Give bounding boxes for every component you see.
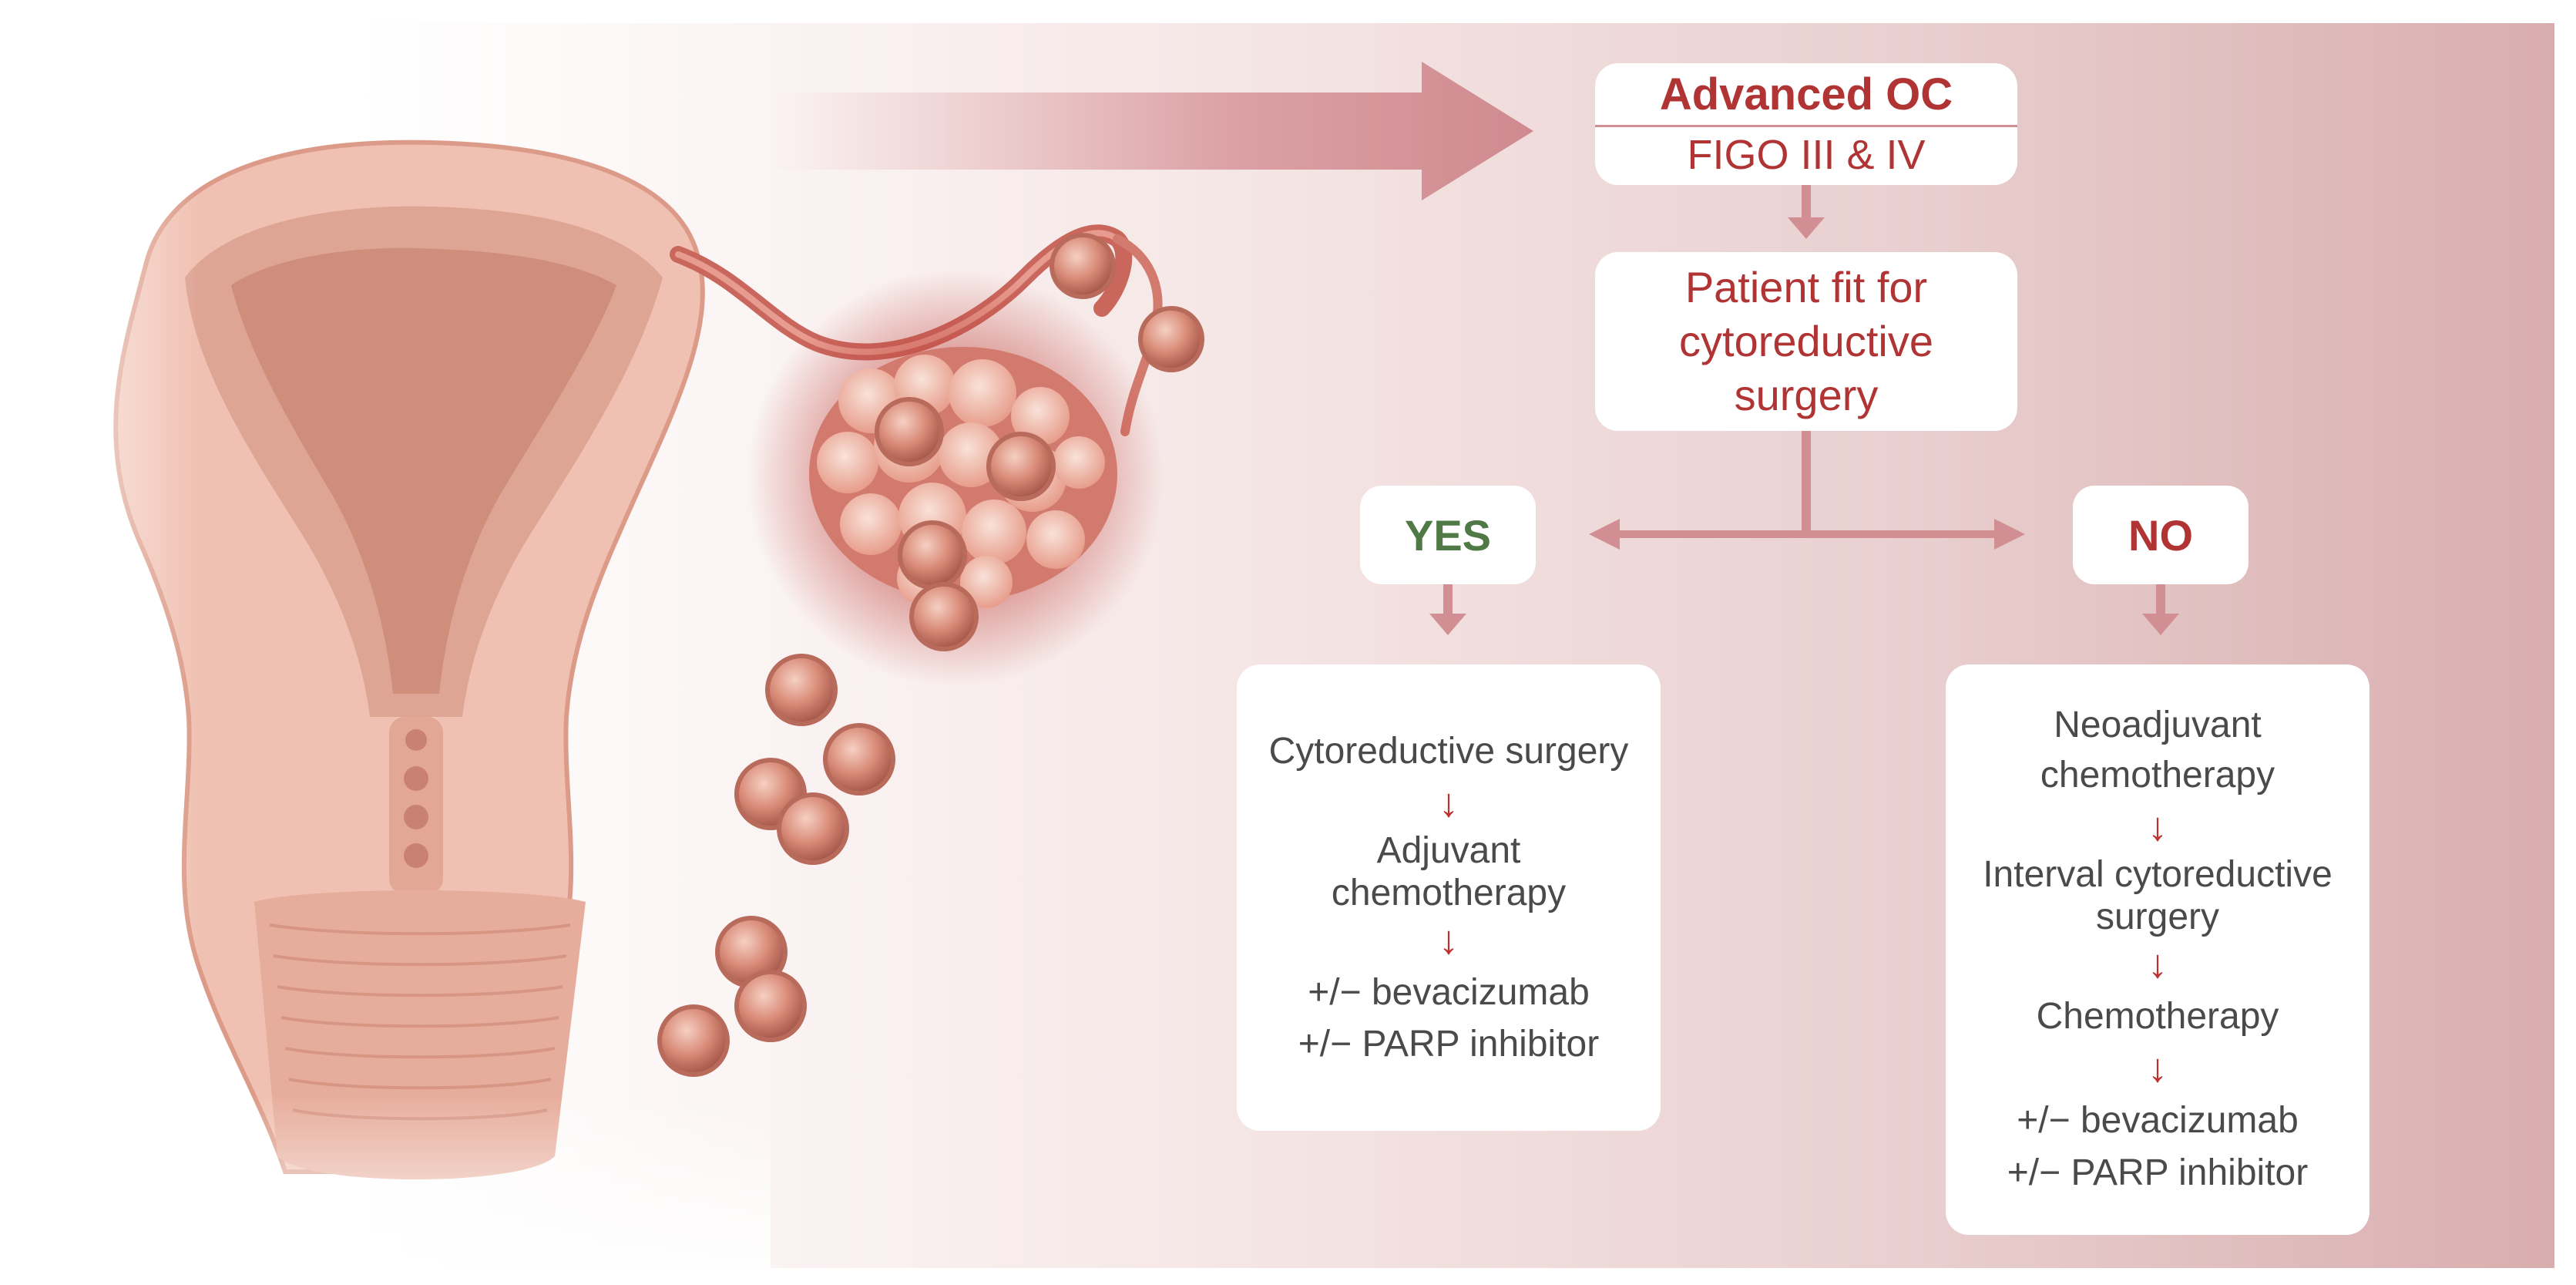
yes-pathway-box: Cytoreductive surgery ↓ Adjuvant chemoth…: [1237, 664, 1661, 1131]
uterus-ovary-tumor-illustration: [0, 0, 1204, 1285]
no-step-neoadjuvant: Neoadjuvant: [2054, 705, 2262, 746]
yes-step-adjuvant: Adjuvant: [1376, 829, 1521, 871]
yes-step-bevacizumab: +/− bevacizumab: [1308, 972, 1590, 1014]
connector-line: [1802, 185, 1811, 224]
decision-line-2: cytoreductive: [1679, 317, 1933, 365]
down-arrow-icon: ↓: [2148, 942, 2168, 987]
left-arrow-icon: [1589, 519, 1620, 550]
no-step-surgery: surgery: [2095, 896, 2220, 938]
down-arrow-icon: ↓: [2148, 804, 2168, 849]
yes-step-chemotherapy: chemotherapy: [1331, 872, 1567, 913]
decision-line-3: surgery: [1734, 371, 1879, 419]
yes-box: YES: [1360, 486, 1536, 584]
no-step-chemotherapy: chemotherapy: [2040, 755, 2275, 796]
yes-step-parp-inhibitor: +/− PARP inhibitor: [1298, 1024, 1600, 1065]
no-label: NO: [2128, 510, 2193, 560]
no-step-parp-inhibitor: +/− PARP inhibitor: [2007, 1152, 2309, 1193]
uterus: [113, 140, 705, 1179]
ovarian-tumor: [747, 270, 1164, 686]
down-arrow-icon: ↓: [2148, 1046, 2168, 1092]
down-arrow-icon: [1429, 614, 1466, 635]
down-arrow-icon: [1788, 217, 1825, 239]
patient-fit-box: Patient fit for cytoreductive surgery: [1595, 252, 2017, 431]
no-step-interval-cytoreductive: Interval cytoreductive: [1983, 853, 2333, 895]
connector-line: [1802, 431, 1811, 535]
connector-line: [1443, 584, 1453, 619]
title-divider: [1595, 124, 2017, 127]
right-arrow-icon: [1994, 519, 2025, 550]
advanced-oc-box: Advanced OC FIGO III & IV: [1595, 63, 2017, 185]
connector-line: [2156, 584, 2165, 619]
connector-line: [1614, 530, 2000, 538]
advanced-oc-title: Advanced OC: [1659, 69, 1953, 120]
yes-label: YES: [1404, 510, 1492, 560]
down-arrow-icon: ↓: [1439, 780, 1459, 826]
figo-stage-label: FIGO III & IV: [1687, 131, 1926, 178]
down-arrow-icon: ↓: [1439, 918, 1459, 964]
no-step-bevacizumab: +/− bevacizumab: [2017, 1100, 2299, 1142]
decision-line-1: Patient fit for: [1684, 263, 1928, 311]
no-step-chemotherapy-2: Chemotherapy: [2036, 996, 2279, 1038]
yes-step-cytoreductive-surgery: Cytoreductive surgery: [1268, 730, 1629, 772]
no-box: NO: [2073, 486, 2249, 584]
cancer-cell-nodules: [657, 233, 1204, 1077]
no-pathway-box: Neoadjuvant chemotherapy ↓ Interval cyto…: [1946, 664, 2369, 1235]
large-right-arrow-icon: [771, 62, 1533, 200]
down-arrow-icon: [2142, 614, 2179, 635]
